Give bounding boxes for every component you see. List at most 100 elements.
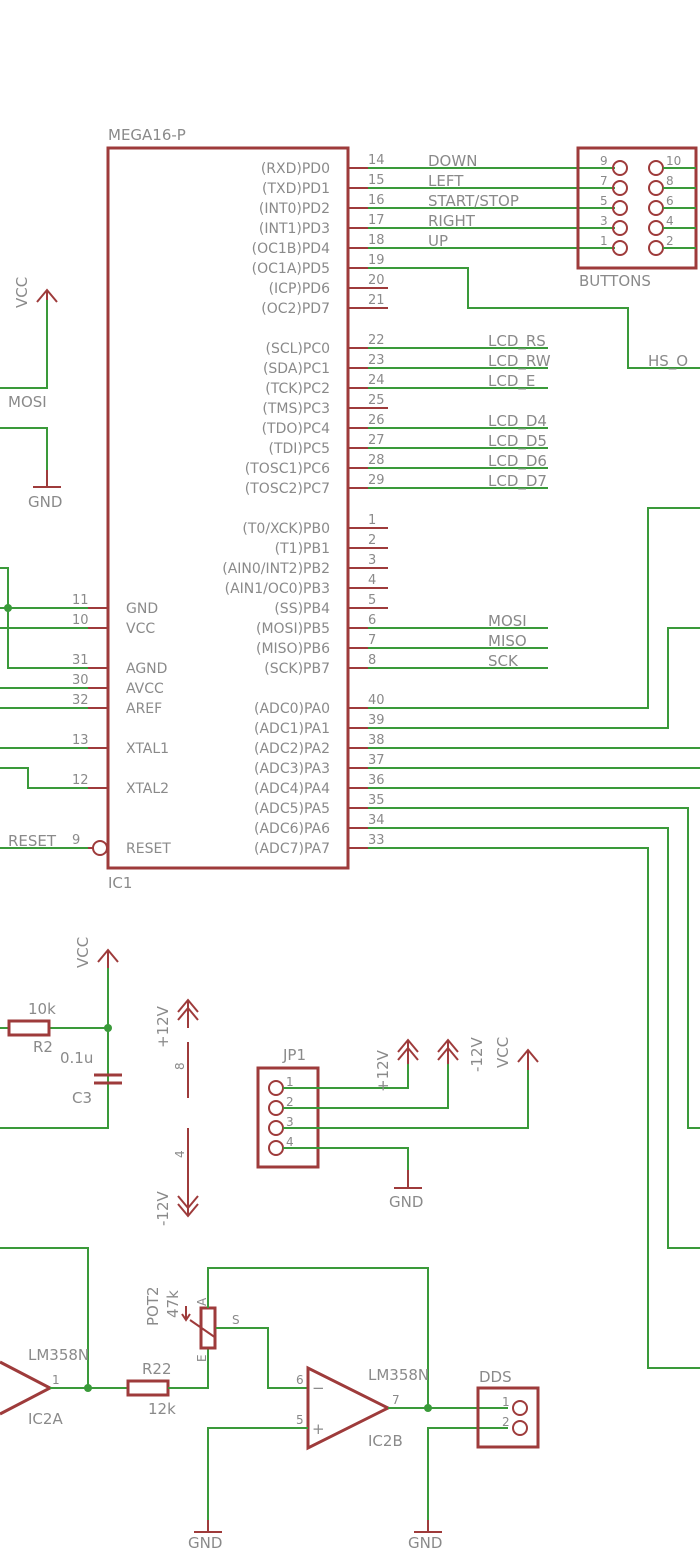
button-pad-left [612, 200, 628, 216]
button-pin-left: 1 [600, 234, 608, 248]
ic2b-pin-plus: 5 [296, 1413, 304, 1427]
mcu-pin-name: GND [126, 601, 158, 617]
wire-ic2a-in [0, 1247, 89, 1388]
button-pin-right: 8 [666, 174, 674, 188]
c3-value: 0.1u [60, 1049, 93, 1067]
p12-label-a: +12V [154, 1005, 172, 1048]
mcu-pin-number: 7 [368, 633, 376, 648]
mcu-pin-name: RESET [126, 841, 171, 857]
jp1-pin-number: 3 [286, 1115, 294, 1129]
mcu-pin-number: 28 [368, 453, 385, 468]
dds-pads: 12 [502, 1395, 528, 1436]
mcu-pin-name: VCC [126, 621, 155, 637]
mcu-pin-number: 9 [72, 833, 80, 848]
junction-ic2b [424, 1404, 432, 1412]
button-pad-right [648, 200, 664, 216]
wire-ic2b-plus [207, 1427, 308, 1520]
net-lcd-d7: LCD_D7 [488, 472, 547, 491]
r2-value: 10k [28, 1000, 56, 1018]
net-lcd-e: LCD_E [488, 372, 535, 391]
m12-label-b: -12V [468, 1037, 486, 1072]
jp1-header [256, 1066, 320, 1169]
mcu-pin-name: (SS)PB4 [274, 601, 330, 617]
mcu-pin-number: 16 [368, 193, 385, 208]
junction-reset [104, 1024, 112, 1032]
m12-symbol-b: -12V [437, 1037, 486, 1072]
pin-4: 4 [173, 1150, 187, 1158]
ic2a-pin: 1 [52, 1373, 60, 1387]
mcu-pin-number: 6 [368, 613, 376, 628]
mcu-pin-name: AREF [126, 701, 162, 717]
wire-left-xtal2 [0, 767, 88, 789]
mcu-pin-name: (T1)PB1 [275, 541, 330, 557]
net-mosi: MOSI [488, 612, 527, 630]
mcu-pin-name: (ICP)PD6 [269, 281, 330, 297]
ic2a-type: LM358N [28, 1346, 89, 1364]
jp1-pad [268, 1100, 284, 1116]
button-pin-right: 6 [666, 194, 674, 208]
mcu-body [106, 146, 350, 870]
net-lcd-rw: LCD_RW [488, 352, 551, 371]
ic2b-name: IC2B [368, 1432, 403, 1450]
pot2 [181, 1306, 217, 1350]
wire-r22-pot [168, 1348, 209, 1389]
mcu-pin-number: 35 [368, 793, 385, 808]
opamp-ic2b [306, 1365, 392, 1451]
pot2-e: E [195, 1354, 209, 1362]
mcu-pin-number: 36 [368, 773, 385, 788]
ic2b-pin-minus: 6 [296, 1373, 304, 1387]
button-pad-right [648, 180, 664, 196]
wire-adc0 [368, 507, 700, 709]
mcu-pin-number: 33 [368, 833, 385, 848]
mcu-pin-name: (SCL)PC0 [265, 341, 330, 357]
mcu-pin-name: (ADC6)PA6 [254, 821, 330, 837]
button-pad-left [612, 180, 628, 196]
ic2b-plus: + [312, 1420, 325, 1438]
mcu-name: MEGA16-P [108, 126, 186, 144]
mcu-pin-name: (ADC1)PA1 [254, 721, 330, 737]
mcu-right-pins: 14(RXD)PD015(TXD)PD116(INT0)PD217(INT1)P… [222, 153, 388, 857]
ic2b-minus: − [312, 1379, 325, 1397]
button-pin-left: 5 [600, 194, 608, 208]
mcu-pin-number: 22 [368, 333, 385, 348]
gnd-symbol-top: GND [28, 470, 62, 511]
mcu-pin-name: XTAL1 [126, 741, 169, 757]
mcu-pin-name: (AIN1/OC0)PB3 [225, 581, 330, 597]
dds-pin-number: 1 [502, 1395, 510, 1409]
net-lcd-d5: LCD_D5 [488, 432, 547, 451]
capacitor-c3 [94, 1073, 122, 1085]
gnd-label-b1: GND [188, 1534, 222, 1552]
p12-symbol-a: +12V [154, 998, 199, 1048]
mcu-pin-number: 20 [368, 273, 385, 288]
mcu-pin-name: (TXD)PD1 [262, 181, 330, 197]
mcu-pin-name: AVCC [126, 681, 164, 697]
wire-gnd-top [0, 427, 48, 470]
mcu-pin-name: (ADC0)PA0 [254, 701, 330, 717]
vcc-symbol-top: VCC [13, 277, 58, 312]
wire-hs-o [368, 267, 700, 369]
mcu-pin-name: (ADC3)PA3 [254, 761, 330, 777]
mcu-pin-number: 21 [368, 293, 385, 308]
button-pin-left: 9 [600, 154, 608, 168]
button-pad-left [612, 160, 628, 176]
dds-pad [512, 1420, 528, 1436]
net-miso: MISO [488, 632, 527, 650]
wire-vcc-top [0, 300, 48, 389]
button-pad-right [648, 220, 664, 236]
net-lcd-d4: LCD_D4 [488, 412, 547, 431]
m12-symbol-a: -12V [154, 1184, 199, 1226]
vcc-label-top: VCC [13, 277, 31, 308]
dds-pad [512, 1400, 528, 1416]
wire-left-gnd [0, 567, 88, 609]
mcu-pin-name: (TOSC2)PC7 [245, 481, 330, 497]
mcu-pin-number: 19 [368, 253, 385, 268]
gnd-symbol-jp: GND [389, 1170, 423, 1211]
mcu-pin-number: 29 [368, 473, 385, 488]
mcu-pin-number: 18 [368, 233, 385, 248]
net-reset: RESET [8, 832, 57, 850]
mcu-pin-number: 5 [368, 593, 376, 608]
mcu-pin-name: (RXD)PD0 [261, 161, 330, 177]
r22-value: 12k [148, 1400, 176, 1418]
mcu-pin-number: 39 [368, 713, 385, 728]
